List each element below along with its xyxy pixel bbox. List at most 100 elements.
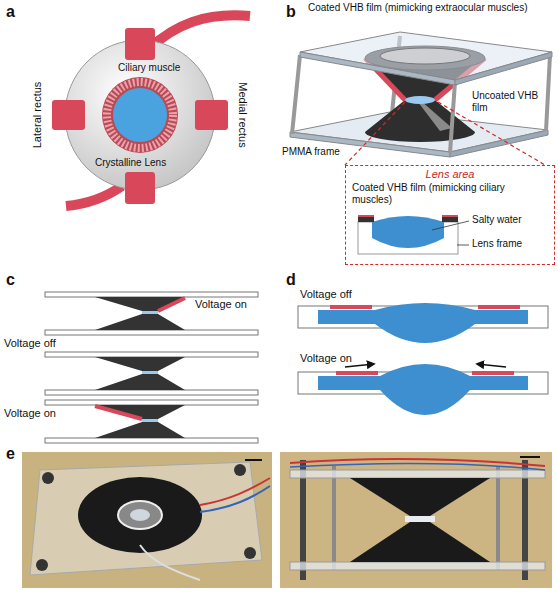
leader-line: [432, 221, 469, 245]
motion-arrow: [345, 364, 506, 367]
panel-letter: d: [286, 270, 296, 289]
part-label: PMMA frame: [282, 146, 340, 158]
oblique-muscle: [66, 15, 250, 206]
device-section: [45, 352, 258, 357]
lens-section: [298, 303, 548, 415]
lens-cutaway: [358, 217, 374, 222]
pmma-frame: [380, 48, 470, 64]
device-section: [142, 419, 158, 422]
crystalline-lens: [113, 88, 167, 142]
device-photo: [36, 559, 48, 571]
rectus-muscle: [52, 28, 228, 204]
device-photo: [405, 516, 435, 522]
device-photo: [30, 462, 262, 575]
oblique-muscle: [150, 15, 250, 48]
pmma-frame: [292, 55, 300, 134]
device-photo: [520, 456, 540, 458]
part-label: Coated VHB film (mimicking ciliary muscl…: [352, 182, 540, 206]
motion-arrow: [345, 364, 374, 367]
lens-section: [336, 371, 378, 375]
inset-heading: Lens area: [346, 166, 554, 180]
device-photo: [22, 452, 552, 588]
lens-section: [330, 305, 372, 309]
device-section: [95, 357, 185, 371]
device-section: [142, 311, 158, 314]
device-photo: [244, 547, 256, 559]
panel-letter: e: [6, 444, 15, 463]
inset-box: Lens area: [345, 165, 555, 265]
pmma-frame: [450, 82, 455, 153]
device-section: [45, 438, 258, 443]
lens-section: [478, 305, 520, 309]
device-section: [95, 297, 185, 311]
pmma-frame: [546, 55, 550, 131]
rectus-muscle: [125, 172, 155, 204]
rectus-muscle: [52, 100, 85, 130]
device-section: [45, 400, 258, 405]
device-photo: [280, 452, 552, 588]
lens-section: [318, 303, 528, 343]
panel-letter: a: [6, 2, 15, 21]
device-photo: [234, 464, 246, 476]
eyeball: [65, 40, 215, 190]
part-label: Lateral rectus: [31, 82, 44, 149]
rectus-muscle: [125, 28, 155, 60]
device-section: [95, 422, 185, 438]
lens-cutaway: [372, 216, 444, 248]
device-section: [95, 406, 142, 419]
device-photo: [140, 545, 200, 580]
state-label: Voltage off: [300, 288, 352, 301]
zoom-guide: [345, 102, 545, 165]
device-photo: [200, 486, 270, 512]
device-photo: [290, 470, 545, 478]
part-label: Uncoated VHB film: [472, 90, 544, 114]
vhb-cone: [418, 100, 452, 131]
device-photo: [42, 472, 54, 484]
ciliary-muscle: [107, 82, 173, 148]
motion-arrow: [477, 364, 506, 367]
device-photo: [332, 466, 336, 570]
lens-cutaway: [358, 215, 374, 217]
lens-section: [472, 371, 514, 375]
panel-letter: b: [286, 2, 296, 21]
device-photo: [350, 522, 490, 562]
device-photo: [78, 477, 202, 553]
part-label: Coated VHB film (mimicking extraocular m…: [308, 2, 552, 14]
state-label: Voltage on: [195, 298, 247, 311]
device-section: [142, 371, 158, 374]
leader-line: [432, 221, 469, 230]
device-section: [95, 405, 185, 419]
ciliary-muscle: [102, 77, 178, 153]
rectus-muscle: [195, 100, 228, 130]
device-section: [95, 314, 185, 330]
lens-cutaway: [442, 215, 458, 217]
device-photo: [350, 478, 490, 516]
oblique-muscle: [66, 186, 122, 206]
device-photo: [130, 509, 150, 521]
device-photo: [22, 452, 272, 588]
zoom-guide: [345, 102, 405, 165]
device-section: [45, 330, 258, 335]
lens-section: [318, 364, 528, 415]
vhb-cone: [405, 96, 435, 104]
lens-cutaway: [442, 217, 458, 222]
device-photo: [118, 501, 162, 529]
part-label: Ciliary muscle: [118, 62, 180, 74]
part-label: Medial rectus: [235, 82, 248, 147]
device-section: [45, 390, 258, 395]
pmma-frame: [300, 32, 552, 80]
device-photo: [245, 459, 262, 461]
device-section: [45, 292, 258, 297]
ciliary-muscle: [102, 77, 178, 153]
state-label: Voltage on: [300, 352, 352, 365]
part-label: Lens frame: [472, 238, 522, 250]
device-section: [95, 374, 185, 390]
device-photo: [290, 562, 545, 570]
part-label: Salty water: [472, 214, 521, 226]
crystalline-lens: [113, 88, 167, 142]
eyeball: [65, 40, 215, 190]
device-section: [158, 298, 185, 311]
leader-line: [457, 245, 469, 246]
pmma-frame: [300, 32, 552, 153]
